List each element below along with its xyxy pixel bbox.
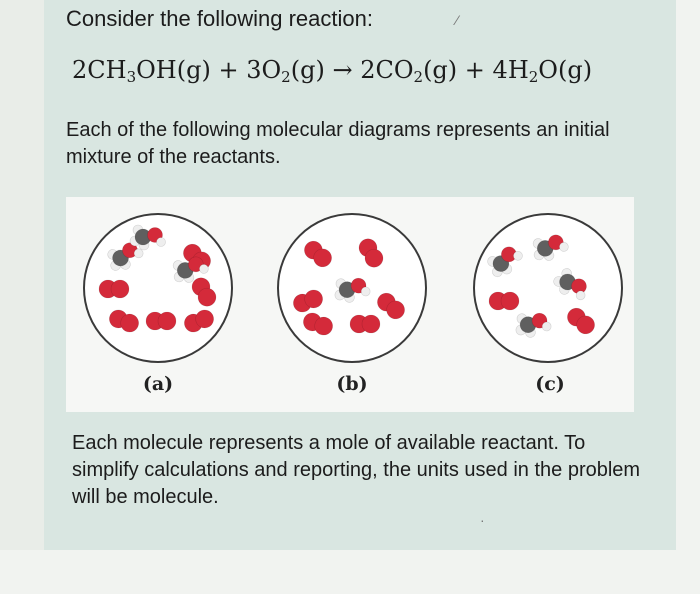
- oxygen-molecule: [191, 277, 217, 307]
- oxygen-atom: [120, 313, 139, 333]
- oxygen-molecule: [358, 238, 384, 268]
- hydrogen-atom: [559, 242, 569, 252]
- page-edge: [676, 0, 700, 594]
- methanol-molecule: [172, 256, 209, 283]
- oxygen-atom: [304, 289, 323, 309]
- methanol-molecule: [553, 268, 587, 301]
- page-bottom-edge: [0, 550, 700, 594]
- hydrogen-atom: [575, 290, 586, 301]
- reaction-equation: 2CH3OH(g) + 3O2(g) → 2CO2(g) + 4H2O(g): [72, 56, 593, 86]
- sub-co2: 2: [413, 68, 424, 86]
- oxygen-molecule: [293, 289, 323, 313]
- oxygen-molecule: [109, 309, 139, 333]
- molecular-diagram-b: [273, 209, 431, 367]
- methanol-molecule: [334, 277, 371, 303]
- container-circle-svg: [83, 213, 233, 363]
- hydrogen-atom: [156, 237, 166, 247]
- oxygen-molecule: [488, 291, 520, 311]
- container-circle-svg: [473, 213, 623, 363]
- oxygen-molecule: [145, 311, 177, 331]
- methanol-molecule: [487, 246, 523, 278]
- diagram-label-b: (b): [336, 373, 368, 395]
- oxygen-molecule: [304, 240, 332, 268]
- oxygen-atom: [571, 278, 587, 295]
- formula-methanol: CH: [87, 56, 127, 84]
- oxygen-atom: [386, 300, 405, 320]
- hydrogen-atom: [360, 286, 371, 297]
- hydrogen-atom: [199, 264, 209, 274]
- container-circle-svg: [277, 213, 427, 363]
- oxygen-atom: [197, 287, 217, 307]
- sub-oxygen: 2: [281, 68, 291, 86]
- diagram-label-a: (a): [142, 373, 174, 395]
- coef-co2: 2: [360, 56, 376, 84]
- methanol-molecule: [107, 242, 144, 271]
- oxygen-molecule: [303, 312, 333, 336]
- note-text: Each molecule represents a mole of avail…: [72, 432, 641, 508]
- formula-oxygen: O: [261, 56, 282, 84]
- description-text: Each of the following molecular diagrams…: [66, 119, 610, 168]
- formula-co2: CO: [375, 56, 414, 84]
- coef-methanol: 2: [72, 56, 88, 84]
- plus-sign: +: [210, 56, 247, 84]
- oxygen-atom: [364, 248, 384, 268]
- oxygen-atom: [500, 291, 520, 311]
- reaction-arrow: →: [324, 56, 361, 84]
- oxygen-atom: [361, 314, 381, 334]
- oxygen-molecule: [98, 279, 130, 299]
- hydrogen-atom: [133, 248, 144, 259]
- methanol-molecule: [129, 224, 166, 251]
- methanol-molecule: [532, 234, 569, 261]
- coef-water: 4: [492, 56, 508, 84]
- methanol-molecule: [515, 312, 552, 338]
- oxygen-atom: [122, 242, 138, 259]
- oxygen-molecule: [377, 292, 405, 320]
- sub-methanol: 3: [126, 68, 137, 86]
- oxygen-atom: [314, 316, 333, 336]
- intro-text: Consider the following reaction:: [66, 6, 373, 31]
- pen-dot: ·: [480, 512, 485, 528]
- formula-methanol-rest: OH(g): [136, 56, 211, 84]
- diagram-label-c: (c): [535, 373, 565, 395]
- oxygen-molecule: [567, 307, 595, 335]
- hydrogen-atom: [513, 251, 523, 261]
- container-circle: [473, 213, 623, 363]
- oxygen-atom: [157, 311, 177, 331]
- oxygen-molecule: [349, 314, 381, 334]
- coef-oxygen: 3: [246, 56, 262, 84]
- molecular-diagram-c: [469, 209, 627, 367]
- oxygen-atom: [501, 246, 517, 263]
- molecular-diagram-a: [79, 209, 237, 367]
- formula-oxygen-rest: (g): [290, 56, 325, 84]
- pen-mark: ⁄: [456, 12, 459, 28]
- oxygen-molecule: [184, 309, 214, 333]
- formula-water: H: [507, 56, 529, 84]
- formula-water-rest: O(g): [538, 56, 593, 84]
- oxygen-atom: [110, 279, 130, 299]
- hydrogen-atom: [541, 321, 552, 332]
- oxygen-atom: [576, 315, 595, 335]
- diagram-panel: (a) (b) (c): [66, 197, 634, 412]
- oxygen-atom: [195, 309, 214, 329]
- plus-sign: +: [457, 56, 493, 84]
- sub-water: 2: [528, 68, 539, 86]
- oxygen-atom: [313, 248, 332, 268]
- formula-co2-rest: (g): [423, 56, 458, 84]
